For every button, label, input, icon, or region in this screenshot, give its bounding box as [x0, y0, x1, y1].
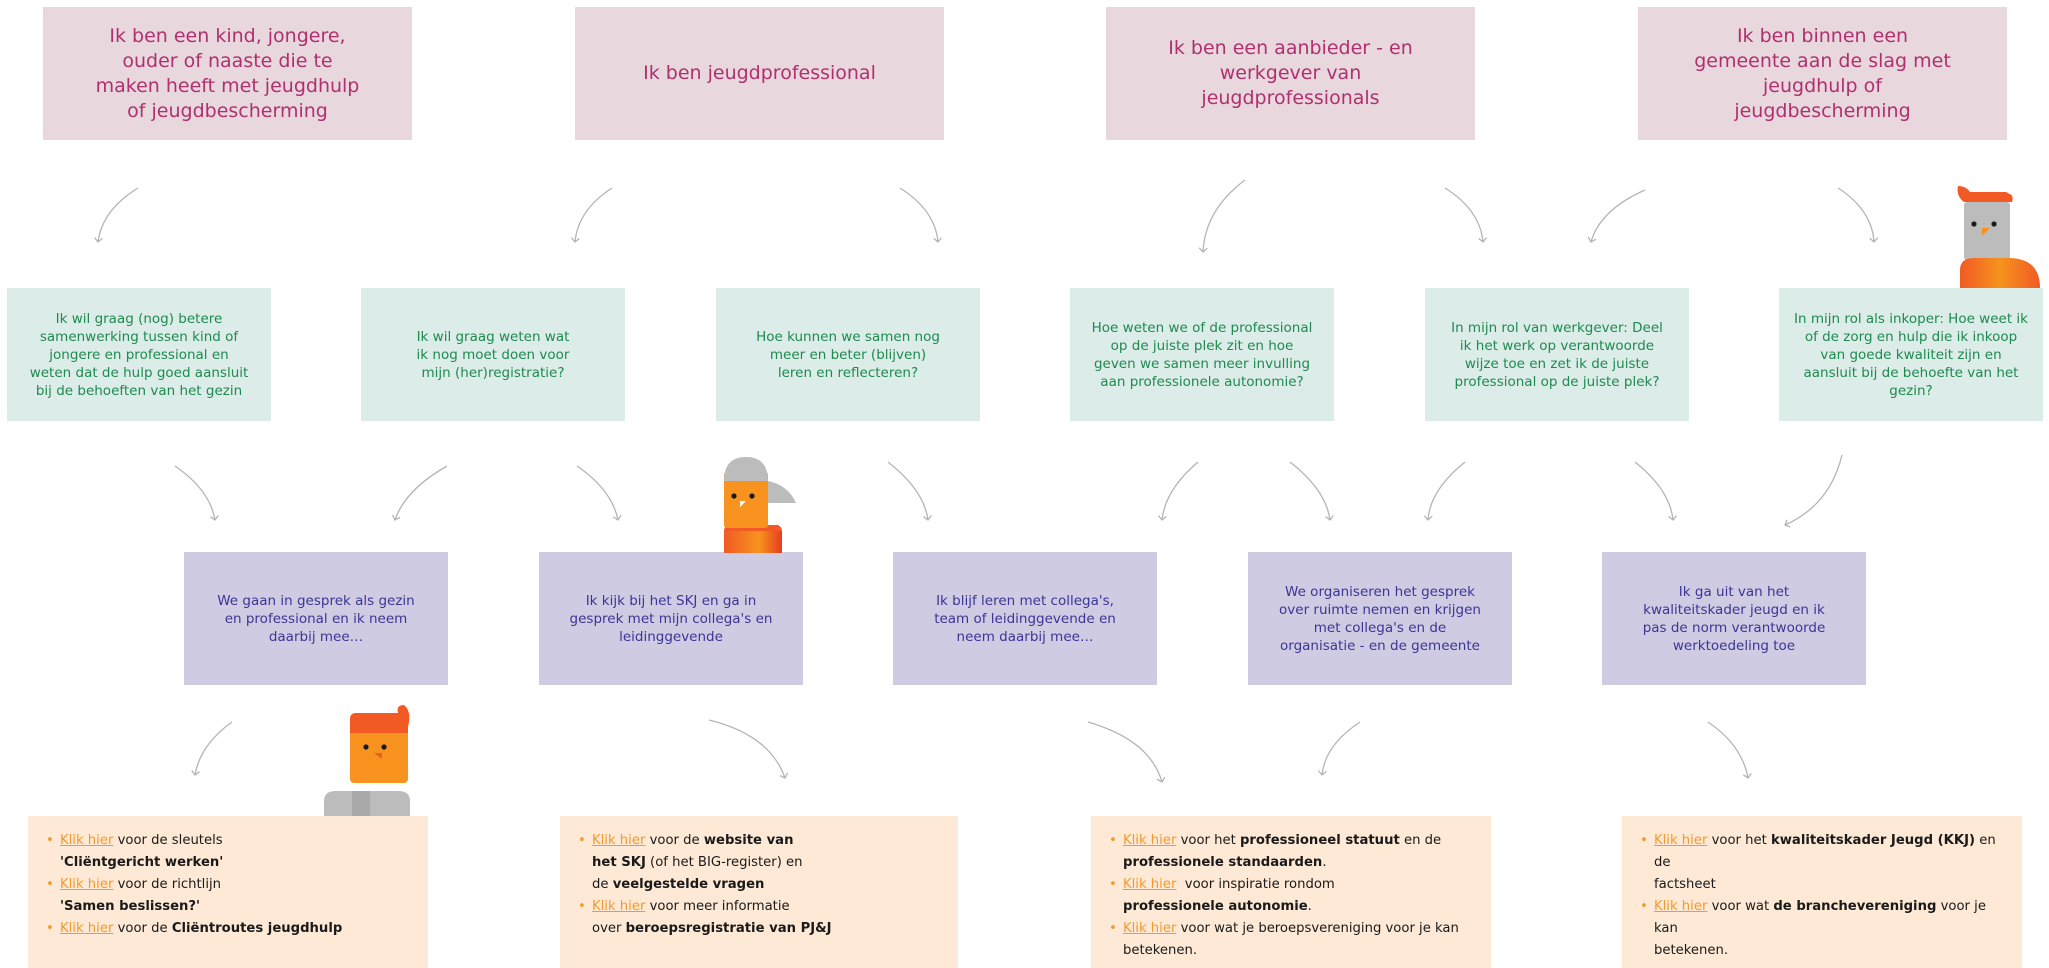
link-clientroutes[interactable]: Klik hier: [60, 921, 114, 936]
list-item: Klik hier voor wat je beroepsvereniging …: [1109, 918, 1473, 962]
resource-box-municipality: Klik hier voor het kwaliteitskader Jeugd…: [1622, 816, 2022, 968]
link-richtlijn[interactable]: Klik hier: [60, 877, 114, 892]
question-box-cooperation: Ik wil graag (nog) betere samenwerking t…: [7, 288, 271, 421]
arrow: [1634, 461, 1678, 521]
list-item: Klik hier voor de Cliëntroutes jeugdhulp: [46, 918, 410, 940]
answer-box-skj: Ik kijk bij het SKJ en ga in gesprek met…: [539, 552, 803, 685]
arrow: [1087, 721, 1166, 783]
arrow: [1444, 187, 1488, 243]
question-box-purchaser: In mijn rol als inkoper: Hoe weet ik of …: [1779, 288, 2043, 421]
arrow: [174, 465, 219, 521]
arrow: [1707, 721, 1752, 779]
person-grey-cap-icon: [724, 457, 796, 553]
arrow: [1198, 179, 1246, 253]
question-box-learning: Hoe kunnen we samen nog meer en beter (b…: [716, 288, 980, 421]
link-skj-website[interactable]: Klik hier: [592, 833, 646, 848]
arrow: [191, 721, 233, 776]
arrow: [1289, 461, 1334, 521]
role-box-client: Ik ben een kind, jongere, ouder of naast…: [43, 7, 412, 140]
link-kkj[interactable]: Klik hier: [1654, 833, 1708, 848]
resource-box-provider: Klik hier voor het professioneel statuut…: [1091, 816, 1491, 968]
arrow: [899, 187, 943, 243]
answer-box-conversation: We gaan in gesprek als gezin en professi…: [184, 552, 448, 685]
list-item: Klik hier voor het kwaliteitskader Jeugd…: [1640, 830, 2004, 896]
resource-box-client: Klik hier voor de sleutels'Cliëntgericht…: [28, 816, 428, 968]
link-sleutels[interactable]: Klik hier: [60, 833, 114, 848]
arrow: [1587, 189, 1646, 243]
arrow: [94, 187, 139, 243]
role-box-municipality: Ik ben binnen een gemeente aan de slag m…: [1638, 7, 2007, 140]
arrow: [1784, 454, 1843, 528]
list-item: Klik hier voor inspiratie rondomprofessi…: [1109, 874, 1473, 918]
link-beroepsvereniging[interactable]: Klik hier: [1123, 921, 1177, 936]
question-box-employer: In mijn rol van werkgever: Deel ik het w…: [1425, 288, 1689, 421]
link-branchevereniging[interactable]: Klik hier: [1654, 899, 1708, 914]
list-item: Klik hier voor de sleutels'Cliëntgericht…: [46, 830, 410, 874]
list-item: Klik hier voor wat de branchevereniging …: [1640, 896, 2004, 962]
person-red-hair-icon: [324, 705, 410, 817]
person-grey-head-icon: [1957, 186, 2040, 288]
arrow: [391, 465, 448, 521]
arrow: [1157, 461, 1199, 521]
answer-box-quality-framework: Ik ga uit van het kwaliteitskader jeugd …: [1602, 552, 1866, 685]
answer-box-keep-learning: Ik blijf leren met collega's, team of le…: [893, 552, 1157, 685]
arrow: [1317, 721, 1361, 776]
arrow: [576, 465, 622, 521]
answer-box-organize: We organiseren het gesprek over ruimte n…: [1248, 552, 1512, 685]
link-autonomie[interactable]: Klik hier: [1123, 877, 1177, 892]
arrow: [1837, 187, 1879, 243]
list-item: Klik hier voor het professioneel statuut…: [1109, 830, 1473, 874]
question-box-registration: Ik wil graag weten wat ik nog moet doen …: [361, 288, 625, 421]
question-box-autonomy: Hoe weten we of de professional op de ju…: [1070, 288, 1334, 421]
list-item: Klik hier voor de richtlijn'Samen beslis…: [46, 874, 410, 918]
role-box-professional: Ik ben jeugdprofessional: [575, 7, 944, 140]
role-box-provider: Ik ben een aanbieder - en werkgever van …: [1106, 7, 1475, 140]
arrow: [570, 187, 613, 243]
link-beroepsregistratie[interactable]: Klik hier: [592, 899, 646, 914]
link-statuut[interactable]: Klik hier: [1123, 833, 1177, 848]
arrow: [887, 461, 932, 521]
arrow: [708, 719, 789, 779]
arrow: [1423, 461, 1466, 521]
